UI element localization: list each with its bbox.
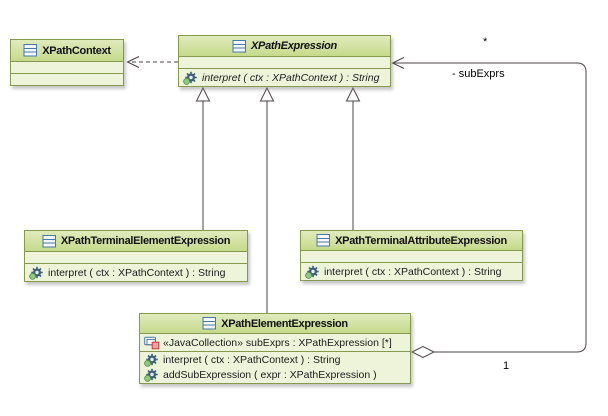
- class-name: XPathElementExpression: [221, 317, 348, 330]
- class-icon: [42, 234, 56, 247]
- operation-row: interpret ( ctx : XPathContext ) : Strin…: [25, 264, 247, 281]
- multiplicity-one-label: 1: [503, 360, 510, 372]
- aggregation-diamond: [410, 345, 436, 359]
- operations-compartment: [11, 73, 123, 85]
- operation-signature: interpret ( ctx : XPathContext ) : Strin…: [202, 71, 380, 84]
- aggregation-connector[interactable]: [391, 57, 587, 359]
- generalization-arrow-element[interactable]: [259, 86, 275, 313]
- operation-icon: [29, 266, 43, 280]
- operation-row: interpret ( ctx : XPathContext ) : Strin…: [140, 352, 410, 368]
- operations-compartment: interpret ( ctx : XPathContext ) : Strin…: [301, 262, 522, 280]
- class-name: XPathTerminalAttributeExpression: [335, 234, 507, 247]
- operation-icon: [144, 353, 158, 367]
- multiplicity-star-label: *: [483, 36, 488, 48]
- operation-row: interpret ( ctx : XPathContext ) : Strin…: [179, 69, 390, 86]
- operation-signature: interpret ( ctx : XPathContext ) : Strin…: [48, 266, 226, 279]
- class-name: XPathContext: [42, 44, 111, 57]
- class-header: XPathExpression: [179, 36, 390, 56]
- attribute-row: «JavaCollection» subExprs : XPathExpress…: [140, 334, 410, 351]
- operation-icon: [305, 265, 319, 279]
- attribute-icon: [144, 336, 160, 349]
- generalization-arrow-terminal-attribute[interactable]: [345, 86, 361, 230]
- operation-signature: addSubExpression ( expr : XPathExpressio…: [163, 369, 377, 382]
- role-subexprs-label: - subExprs: [452, 68, 505, 80]
- operations-compartment: interpret ( ctx : XPathContext ) : Strin…: [179, 68, 390, 86]
- operations-compartment: interpret ( ctx : XPathContext ) : Strin…: [140, 351, 410, 383]
- operation-signature: interpret ( ctx : XPathContext ) : Strin…: [324, 265, 502, 278]
- attributes-compartment: [179, 56, 390, 68]
- generalization-arrow-terminal-element[interactable]: [195, 86, 211, 230]
- class-xpath-expression[interactable]: XPathExpression interpret ( ctx : XPathC…: [178, 35, 391, 87]
- class-name: XPathExpression: [251, 40, 337, 52]
- class-xpath-element-expression[interactable]: XPathElementExpression «JavaCollection» …: [139, 313, 411, 384]
- class-xpath-context[interactable]: XPathContext: [10, 39, 124, 86]
- class-header: XPathTerminalElementExpression: [25, 231, 247, 251]
- class-header: XPathTerminalAttributeExpression: [301, 231, 522, 250]
- class-icon: [202, 317, 217, 330]
- operation-icon: [183, 71, 197, 85]
- operation-signature: interpret ( ctx : XPathContext ) : Strin…: [163, 353, 341, 366]
- class-icon: [23, 44, 38, 57]
- operation-icon: [144, 369, 158, 383]
- attribute-signature: «JavaCollection» subExprs : XPathExpress…: [163, 336, 392, 349]
- operation-row: interpret ( ctx : XPathContext ) : Strin…: [301, 263, 522, 280]
- attributes-compartment: [25, 251, 247, 263]
- attributes-compartment: [11, 61, 123, 73]
- class-icon: [316, 234, 331, 247]
- class-header: XPathElementExpression: [140, 314, 410, 333]
- class-icon: [232, 39, 246, 52]
- operation-row: addSubExpression ( expr : XPathExpressio…: [140, 368, 410, 384]
- class-header: XPathContext: [11, 40, 123, 61]
- attributes-compartment: [301, 250, 522, 262]
- operations-compartment: interpret ( ctx : XPathContext ) : Strin…: [25, 263, 247, 281]
- class-xpath-terminal-attribute-expression[interactable]: XPathTerminalAttributeExpression interpr…: [300, 230, 523, 281]
- class-xpath-terminal-element-expression[interactable]: XPathTerminalElementExpression interpret…: [24, 230, 248, 282]
- attributes-compartment: «JavaCollection» subExprs : XPathExpress…: [140, 333, 410, 351]
- dependency-arrow[interactable]: [126, 56, 179, 68]
- class-name: XPathTerminalElementExpression: [60, 235, 231, 247]
